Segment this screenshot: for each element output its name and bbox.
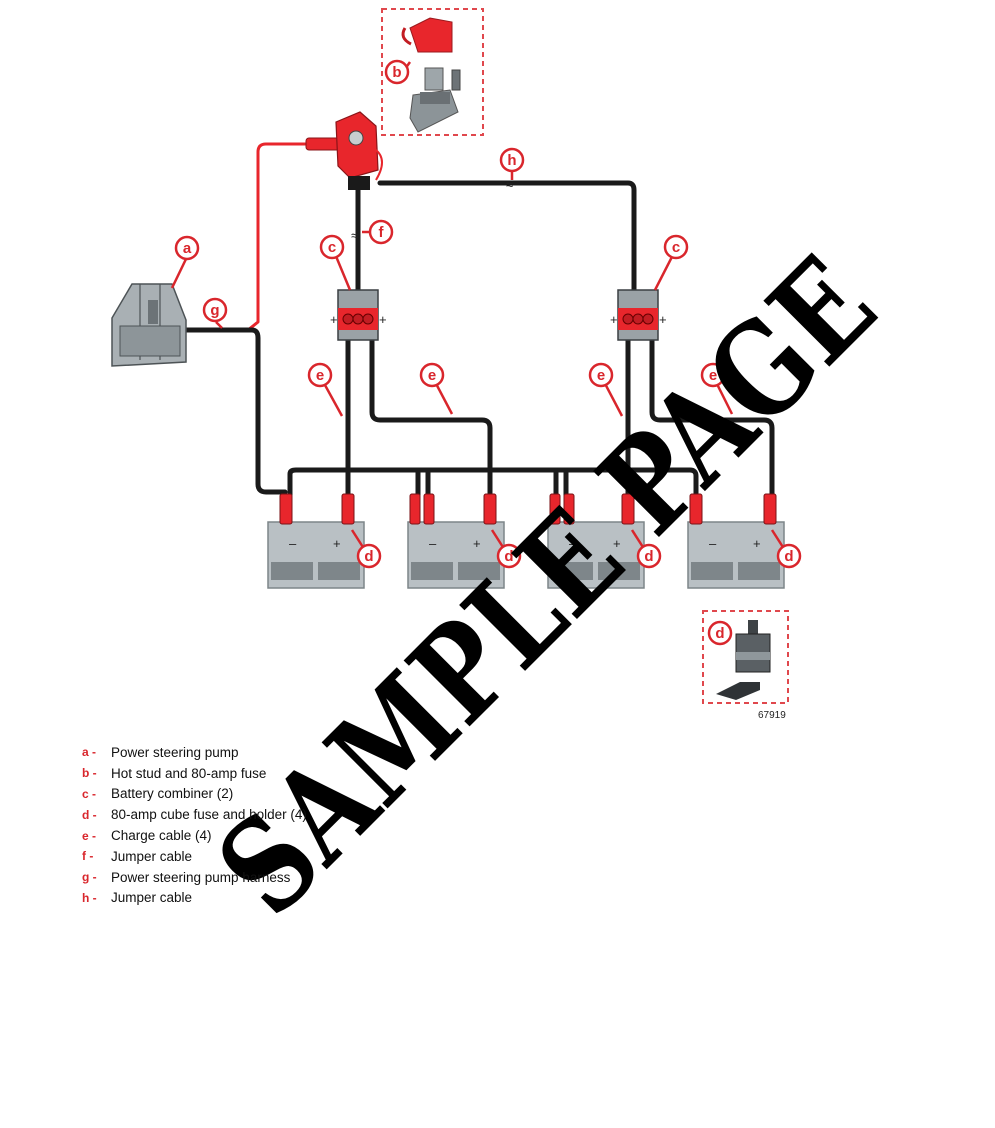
svg-text:e: e: [709, 367, 717, 384]
svg-text:+: +: [473, 536, 481, 551]
svg-text:d: d: [364, 548, 373, 565]
legend-item-c: c -Battery combiner (2): [82, 786, 234, 802]
svg-text:h: h: [507, 152, 516, 169]
battery-combiner-right-icon: + +: [610, 289, 667, 341]
legend-item-g: g -Power steering pump harness: [82, 869, 291, 885]
callout-d-1: d: [356, 543, 382, 569]
callout-e-2: e: [419, 362, 445, 388]
svg-text:g: g: [210, 302, 219, 319]
cube-fuse-holder-icon: [716, 620, 771, 700]
svg-text:+: +: [333, 536, 341, 551]
callout-d-2: d: [496, 543, 522, 569]
legend-item-b: b -Hot stud and 80-amp fuse: [82, 765, 267, 781]
callout-c-left: c: [319, 234, 345, 260]
callout-h: h: [499, 147, 525, 173]
callout-a: a: [174, 235, 200, 261]
leader-a: [170, 258, 188, 289]
legend-item-h: h -Jumper cable: [82, 890, 193, 906]
break-mark-f: ≈: [351, 228, 358, 243]
callout-e-1: e: [307, 362, 333, 388]
pump-harness-red: [247, 142, 318, 332]
svg-text:+: +: [379, 312, 387, 327]
negative-bus-cable: [287, 467, 699, 498]
callout-g: g: [202, 297, 228, 323]
svg-text:e: e: [428, 367, 436, 384]
battery-1: – +: [267, 521, 365, 589]
callout-b: b: [384, 59, 410, 85]
power-steering-pump-icon: [111, 283, 187, 367]
callout-e-4: e: [700, 362, 726, 388]
svg-text:+: +: [659, 312, 667, 327]
callout-f: f: [368, 219, 394, 245]
callout-d-inset: d: [707, 620, 733, 646]
svg-text:–: –: [429, 536, 437, 551]
inset-cube-fuse-frame: [702, 610, 789, 704]
charge-cable-2: [369, 337, 493, 498]
legend-item-d: d -80-amp cube fuse and holder (4): [82, 807, 307, 823]
battery-4: – +: [687, 521, 785, 589]
svg-text:e: e: [597, 367, 605, 384]
svg-text:d: d: [644, 548, 653, 565]
legend-item-e: e -Charge cable (4): [82, 828, 212, 844]
callout-e-3: e: [588, 362, 614, 388]
svg-text:c: c: [328, 239, 336, 256]
legend: a -Power steering pump b -Hot stud and 8…: [82, 742, 307, 908]
svg-text:–: –: [709, 536, 717, 551]
svg-text:f: f: [379, 224, 385, 241]
hot-stud-assembly-icon: [305, 111, 383, 190]
svg-text:a: a: [183, 240, 192, 257]
svg-text:d: d: [715, 625, 724, 642]
legend-item-f: f -Jumper cable: [82, 848, 193, 864]
jumper-cable-h: [377, 180, 637, 293]
svg-text:c: c: [672, 239, 680, 256]
pump-harness-black: [182, 327, 288, 495]
svg-text:d: d: [784, 548, 793, 565]
charge-cable-4: [649, 337, 775, 498]
svg-text:e: e: [316, 367, 324, 384]
callout-d-3: d: [636, 543, 662, 569]
break-mark-h: ≈: [506, 177, 513, 192]
inset-hot-stud-frame: [381, 8, 484, 136]
battery-3: – +: [547, 521, 645, 589]
terminal-connectors: [279, 493, 777, 525]
svg-text:–: –: [289, 536, 297, 551]
svg-text:–: –: [569, 536, 577, 551]
svg-text:+: +: [753, 536, 761, 551]
callout-d-4: d: [776, 543, 802, 569]
legend-item-a: a -Power steering pump: [82, 744, 239, 760]
hot-stud-fuse-icon: [401, 17, 461, 133]
leader-g: [215, 321, 223, 329]
battery-combiner-left-icon: + +: [330, 289, 387, 341]
svg-text:+: +: [613, 536, 621, 551]
callout-c-right: c: [663, 234, 689, 260]
svg-text:+: +: [330, 312, 338, 327]
svg-text:d: d: [504, 548, 513, 565]
battery-2: – +: [407, 521, 505, 589]
svg-text:b: b: [392, 64, 401, 81]
figure-number: 67919: [758, 710, 786, 721]
svg-text:+: +: [610, 312, 618, 327]
